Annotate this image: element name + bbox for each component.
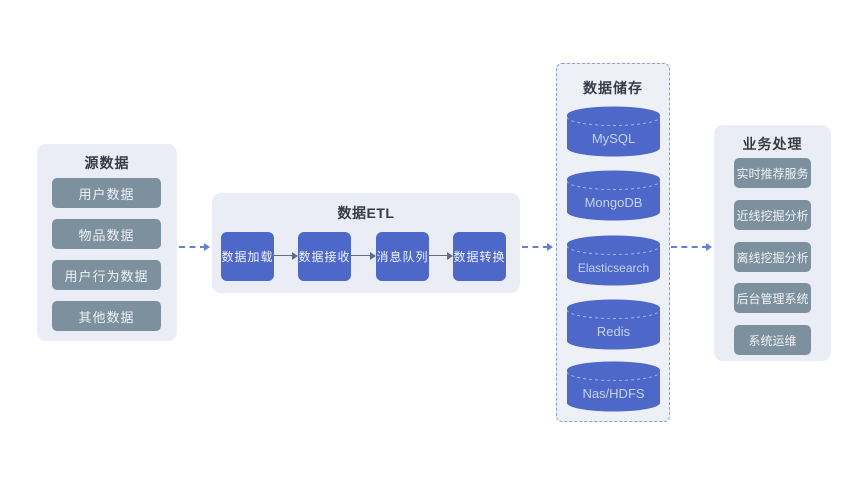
storage-cylinder-redis: Redis [566, 298, 661, 350]
arrowhead-icon [370, 252, 376, 260]
storage-label: MySQL [592, 131, 635, 146]
business-node-nearline-mining: 近线挖掘分析 [734, 200, 811, 230]
etl-node-load: 数据加载 [221, 232, 274, 281]
source-node-user-data: 用户数据 [52, 178, 161, 208]
arrow-etl-to-storage [522, 243, 553, 251]
data-storage-panel: 数据储存 MySQL MongoDB Elasticsearch [556, 63, 670, 422]
business-panel: 业务处理 实时推荐服务 近线挖掘分析 离线挖掘分析 后台管理系统 系统运维 [714, 125, 831, 361]
storage-cylinder-mysql: MySQL [566, 105, 661, 157]
business-node-admin-system: 后台管理系统 [734, 283, 811, 313]
etl-panel: 数据ETL 数据加载 数据接收 消息队列 数据转换 [212, 193, 520, 293]
source-data-panel: 源数据 用户数据 物品数据 用户行为数据 其他数据 [37, 144, 177, 341]
arrow-queue-to-transform [429, 252, 453, 260]
etl-node-transform: 数据转换 [453, 232, 506, 281]
arrow-receive-to-queue [351, 252, 376, 260]
storage-label: Nas/HDFS [582, 386, 644, 401]
arrowhead-icon [706, 243, 712, 251]
arrowhead-icon [547, 243, 553, 251]
storage-label: Redis [597, 324, 631, 339]
business-node-offline-mining: 离线挖掘分析 [734, 242, 811, 272]
database-cylinder-icon: Redis [566, 299, 661, 350]
business-node-system-ops: 系统运维 [734, 325, 811, 355]
database-cylinder-icon: Nas/HDFS [566, 361, 661, 412]
database-cylinder-icon: MongoDB [566, 170, 661, 221]
arrowhead-icon [204, 243, 210, 251]
arrow-source-to-etl [179, 243, 210, 251]
storage-cylinder-elasticsearch: Elasticsearch [566, 234, 661, 286]
database-cylinder-icon: MySQL [566, 106, 661, 157]
etl-panel-title: 数据ETL [337, 205, 395, 221]
business-panel-title: 业务处理 [742, 136, 803, 152]
source-node-behavior-data: 用户行为数据 [52, 260, 161, 290]
etl-node-queue: 消息队列 [376, 232, 429, 281]
source-node-item-data: 物品数据 [52, 219, 161, 249]
arrowhead-icon [292, 252, 298, 260]
storage-cylinder-mongodb: MongoDB [566, 169, 661, 221]
etl-node-receive: 数据接收 [298, 232, 351, 281]
storage-panel-title: 数据储存 [583, 80, 643, 96]
storage-label: MongoDB [585, 195, 643, 210]
database-cylinder-icon: Elasticsearch [566, 235, 661, 286]
storage-label: Elasticsearch [578, 261, 649, 275]
arrow-load-to-receive [274, 252, 298, 260]
source-node-other-data: 其他数据 [52, 301, 161, 331]
business-node-realtime-recommend: 实时推荐服务 [734, 158, 811, 188]
arrow-storage-to-business [671, 243, 712, 251]
storage-cylinder-nas-hdfs: Nas/HDFS [566, 360, 661, 412]
source-panel-title: 源数据 [84, 155, 130, 171]
arrowhead-icon [447, 252, 453, 260]
